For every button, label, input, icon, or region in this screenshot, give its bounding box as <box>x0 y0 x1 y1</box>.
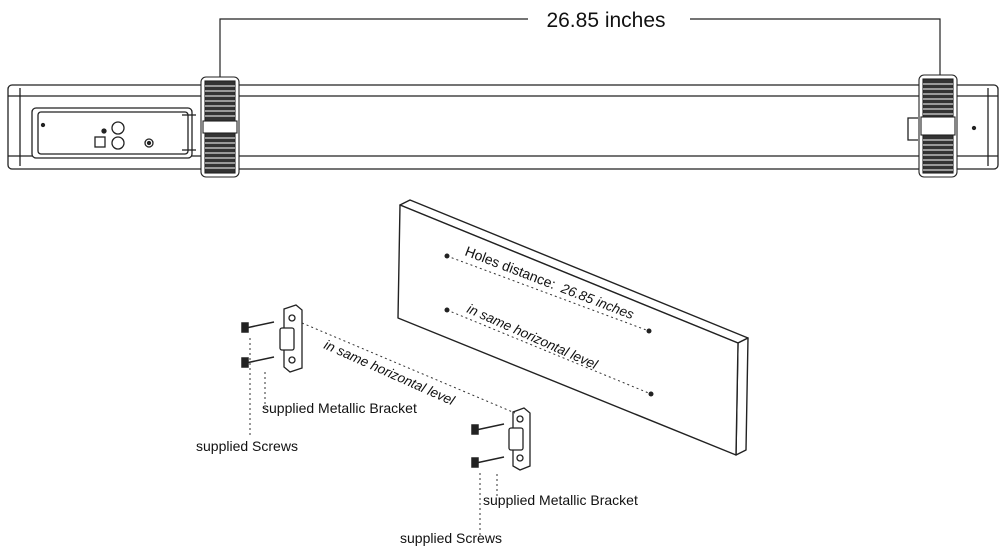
port-round-icon <box>111 121 125 135</box>
left-screws-label: supplied Screws <box>196 438 298 454</box>
left-metallic-bracket <box>279 304 303 373</box>
right-mount-clamp <box>918 74 958 178</box>
board-holes <box>444 253 654 397</box>
port-round-icon <box>111 136 125 150</box>
right-bracket-label: supplied Metallic Bracket <box>483 492 638 508</box>
leader-lines <box>249 338 498 535</box>
bracket-level-guide <box>301 322 516 414</box>
dimension-line <box>219 18 941 78</box>
left-screws <box>241 321 275 368</box>
left-bracket-label: supplied Metallic Bracket <box>262 400 417 416</box>
dimension-label: 26.85 inches <box>546 9 665 32</box>
left-mount-clamp <box>200 76 240 178</box>
right-metallic-bracket <box>508 407 531 471</box>
bracket-level-label: in same horizontal level <box>322 337 458 408</box>
wall-hole <box>648 391 654 397</box>
right-screws <box>471 423 505 468</box>
wall-board <box>397 199 749 456</box>
wall-hole <box>444 253 450 259</box>
wall-hole <box>646 328 652 334</box>
right-screws-label: supplied Screws <box>400 530 502 546</box>
wall-hole <box>444 307 450 313</box>
board-hole-guides <box>446 255 652 395</box>
port-square-icon <box>94 136 106 148</box>
soundbar <box>7 84 999 170</box>
